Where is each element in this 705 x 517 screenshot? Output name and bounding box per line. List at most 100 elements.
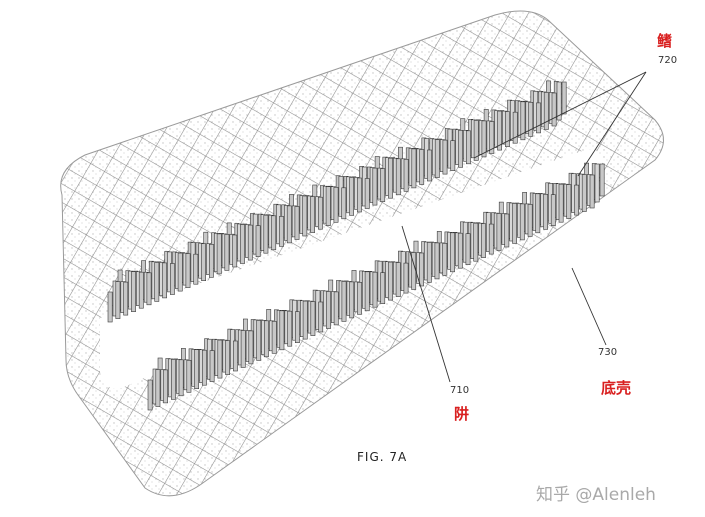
fin bbox=[216, 233, 222, 275]
fin bbox=[279, 216, 284, 247]
fin bbox=[489, 121, 495, 154]
fin bbox=[263, 320, 269, 358]
fin bbox=[599, 163, 605, 197]
ref-number-gap: 710 bbox=[450, 385, 470, 396]
fin bbox=[512, 111, 518, 144]
fin bbox=[286, 205, 292, 244]
fin bbox=[535, 193, 541, 234]
leader-fin-lower bbox=[577, 71, 647, 177]
fin bbox=[512, 203, 517, 244]
fin bbox=[434, 139, 440, 178]
fin bbox=[279, 310, 285, 351]
fin bbox=[481, 223, 486, 258]
fin bbox=[403, 262, 409, 294]
leader-gap bbox=[401, 225, 451, 383]
fin bbox=[302, 195, 308, 237]
ref-number-fin: 720 bbox=[658, 55, 678, 66]
watermark: 知乎 @Alenleh bbox=[536, 485, 656, 505]
fin bbox=[589, 174, 595, 209]
fin bbox=[550, 194, 556, 226]
label-gap: 阱 bbox=[454, 405, 470, 423]
leader-fin-upper bbox=[473, 71, 647, 159]
fin bbox=[520, 101, 526, 141]
fin bbox=[162, 262, 167, 299]
label-shell: 底壳 bbox=[601, 379, 632, 397]
fin bbox=[403, 159, 409, 192]
fin bbox=[442, 243, 448, 276]
fin bbox=[442, 139, 448, 175]
fin bbox=[574, 184, 579, 216]
fin bbox=[419, 149, 425, 185]
fin bbox=[558, 183, 564, 223]
fin bbox=[333, 291, 339, 326]
fin bbox=[256, 320, 262, 361]
fin bbox=[504, 213, 510, 248]
fin bbox=[551, 92, 557, 127]
fin bbox=[395, 262, 401, 297]
fin bbox=[209, 244, 214, 278]
fin bbox=[107, 291, 113, 323]
fin bbox=[349, 177, 354, 216]
fin bbox=[310, 196, 315, 233]
fin bbox=[325, 186, 331, 226]
fin bbox=[146, 272, 152, 306]
fin bbox=[427, 149, 432, 182]
fin bbox=[388, 157, 393, 199]
fin bbox=[380, 168, 386, 202]
fin bbox=[458, 130, 463, 168]
fin bbox=[556, 81, 562, 121]
fin bbox=[287, 310, 293, 347]
fin bbox=[123, 281, 129, 316]
fin bbox=[240, 330, 246, 368]
fin bbox=[302, 300, 308, 340]
fin bbox=[115, 281, 121, 319]
fin bbox=[240, 224, 245, 264]
fin bbox=[356, 177, 362, 213]
fin bbox=[364, 178, 370, 209]
fin bbox=[411, 148, 417, 189]
fin bbox=[232, 234, 238, 268]
fin bbox=[217, 339, 223, 379]
fin bbox=[536, 102, 541, 134]
fin bbox=[543, 194, 548, 230]
fin bbox=[271, 320, 277, 354]
fin bbox=[131, 271, 136, 313]
fin bbox=[465, 130, 471, 165]
fin bbox=[271, 215, 277, 251]
fin bbox=[528, 102, 534, 137]
fin bbox=[171, 359, 176, 400]
fin bbox=[349, 281, 355, 319]
fin bbox=[155, 369, 161, 407]
fin bbox=[317, 196, 323, 230]
label-fin: 鳍 bbox=[657, 32, 673, 50]
fin bbox=[310, 301, 316, 336]
fin bbox=[450, 232, 455, 273]
fin bbox=[561, 81, 567, 115]
fin bbox=[450, 140, 456, 171]
fin bbox=[372, 271, 378, 308]
fin bbox=[154, 262, 160, 302]
fin bbox=[163, 369, 168, 404]
fin bbox=[255, 225, 261, 257]
fin bbox=[263, 214, 269, 254]
fin bbox=[248, 330, 254, 365]
fin bbox=[388, 261, 393, 301]
fin bbox=[543, 92, 549, 130]
fin bbox=[341, 187, 347, 220]
fin bbox=[496, 213, 502, 251]
fin bbox=[194, 349, 199, 390]
fin bbox=[465, 233, 471, 265]
leader-lines bbox=[401, 71, 647, 383]
leader-shell bbox=[571, 267, 607, 346]
fin bbox=[527, 204, 533, 237]
fin bbox=[473, 222, 479, 262]
fin bbox=[177, 252, 183, 292]
fin bbox=[209, 350, 215, 382]
fin bbox=[170, 263, 175, 295]
fin bbox=[186, 359, 192, 393]
fin bbox=[581, 174, 587, 212]
fin bbox=[488, 223, 494, 255]
fin bbox=[233, 340, 238, 372]
fin bbox=[138, 271, 144, 309]
